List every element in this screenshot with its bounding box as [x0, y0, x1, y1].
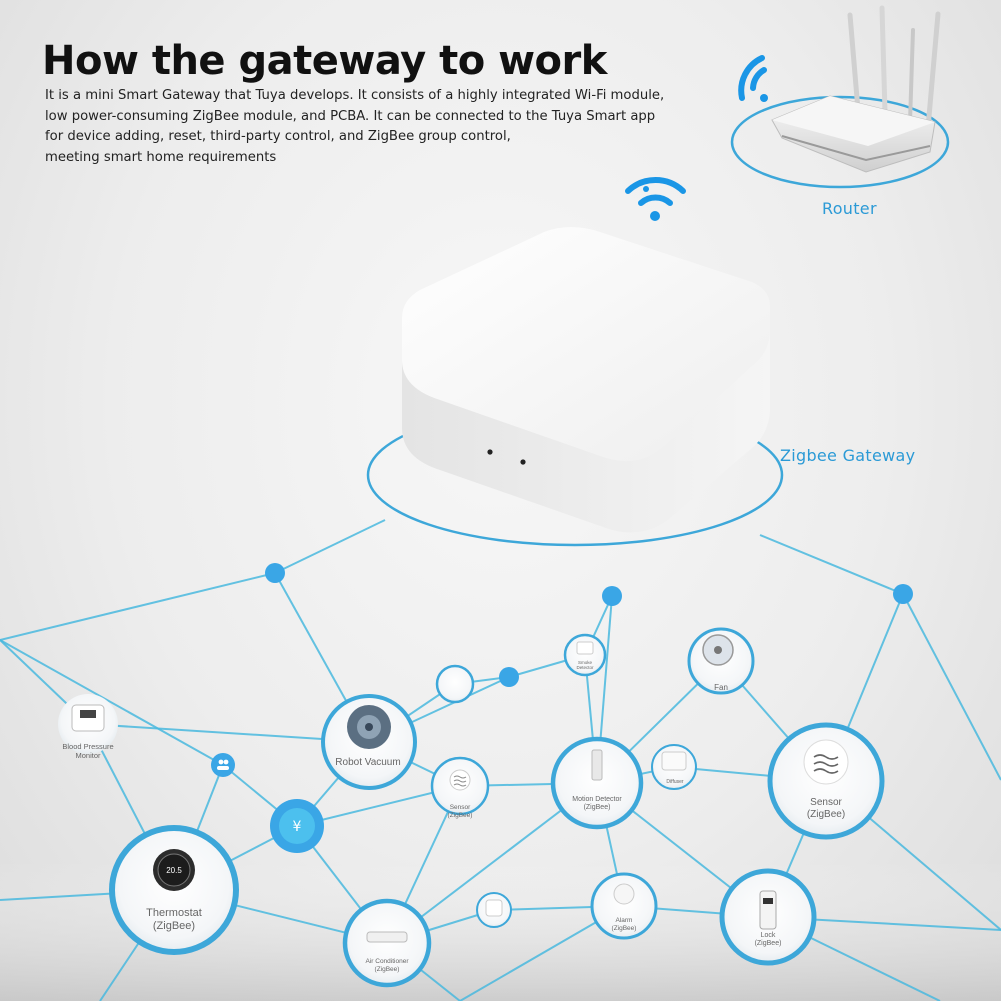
lock-keypad: [763, 898, 773, 904]
fan-hub: [714, 646, 722, 654]
connection-dot: [211, 753, 235, 777]
air-conditioner-icon: [366, 931, 408, 943]
lock-icon: [759, 890, 777, 930]
sensor-small-label: Sensor (ZigBee): [447, 804, 473, 819]
blood-pressure-label: Blood Pressure Monitor: [62, 742, 114, 760]
wave-icon: [813, 754, 839, 774]
robot-vacuum-label: Robot Vacuum: [335, 757, 401, 768]
connection-dot: [265, 563, 285, 583]
page-title: How the gateway to work: [42, 38, 607, 84]
blood-pressure-screen: [80, 710, 96, 718]
gateway-label: Zigbee Gateway: [780, 446, 916, 465]
sensor-large-label: Sensor (ZigBee): [806, 797, 846, 820]
smoke-detector-label: Smoke Detector: [576, 660, 594, 671]
yen-icon: ¥: [293, 819, 302, 835]
thermostat-display: 20.5: [166, 866, 182, 875]
description-line: low power-consuming ZigBee module, and P…: [45, 108, 656, 124]
router-label: Router: [822, 199, 877, 218]
sensor-large-icon: [803, 739, 849, 785]
gateway-wifi-icon: [625, 177, 686, 221]
device-bubbles: [58, 627, 885, 988]
diffuser-icon: [661, 751, 687, 771]
motion-detector-icon: [591, 749, 603, 781]
gateway-illustration: [366, 227, 784, 547]
connection-dot: [893, 584, 913, 604]
connection-line: [0, 639, 224, 766]
sensor-node-bubble: [435, 664, 475, 704]
sensor-small-icon: [449, 769, 471, 791]
smoke-detector-bubble: [563, 633, 607, 677]
lock-label: Lock (ZigBee): [754, 932, 782, 948]
motion-detector-label: Motion Detector (ZigBee): [572, 796, 622, 812]
alarm-label: Alarm (ZigBee): [611, 917, 637, 932]
alarm-icon: [613, 883, 635, 905]
hub-node-inner: [279, 808, 315, 844]
connection-line: [759, 534, 904, 595]
router-illustration: [730, 5, 950, 189]
motion-detector-bubble: [550, 736, 644, 830]
connection-line: [902, 593, 1001, 781]
person-icon: [218, 759, 224, 765]
thermostat-label: Thermostat (ZigBee): [146, 907, 202, 933]
connection-line: [274, 519, 386, 574]
router-wifi-icon: [738, 55, 768, 102]
person-icon: [223, 759, 229, 765]
description-line: It is a mini Smart Gateway that Tuya dev…: [45, 88, 665, 103]
air-conditioner-bubble: [342, 898, 432, 988]
description-line: for device adding, reset, third-party co…: [45, 129, 511, 144]
router-ring: [730, 95, 950, 189]
robot-vacuum-center: [365, 723, 373, 731]
description-line: meeting smart home requirements: [45, 149, 277, 165]
connection-dot: [602, 586, 622, 606]
connection-dots: ¥: [211, 563, 913, 853]
thermostat-dial: [157, 853, 191, 887]
wave-icon: [453, 775, 467, 787]
description: It is a mini Smart Gateway that Tuya dev…: [45, 86, 705, 168]
smoke-detector-icon: [576, 641, 594, 655]
diffuser-label: Diffuser: [666, 779, 684, 785]
air-conditioner-label: Air Conditioner (ZigBee): [365, 958, 409, 973]
connection-dot: [499, 667, 519, 687]
small-sensor-icon: [485, 899, 503, 917]
alarm-bubble: [590, 872, 658, 940]
person-icon: [217, 766, 229, 770]
connection-line: [0, 572, 276, 641]
fan-label: Fan: [714, 683, 728, 692]
